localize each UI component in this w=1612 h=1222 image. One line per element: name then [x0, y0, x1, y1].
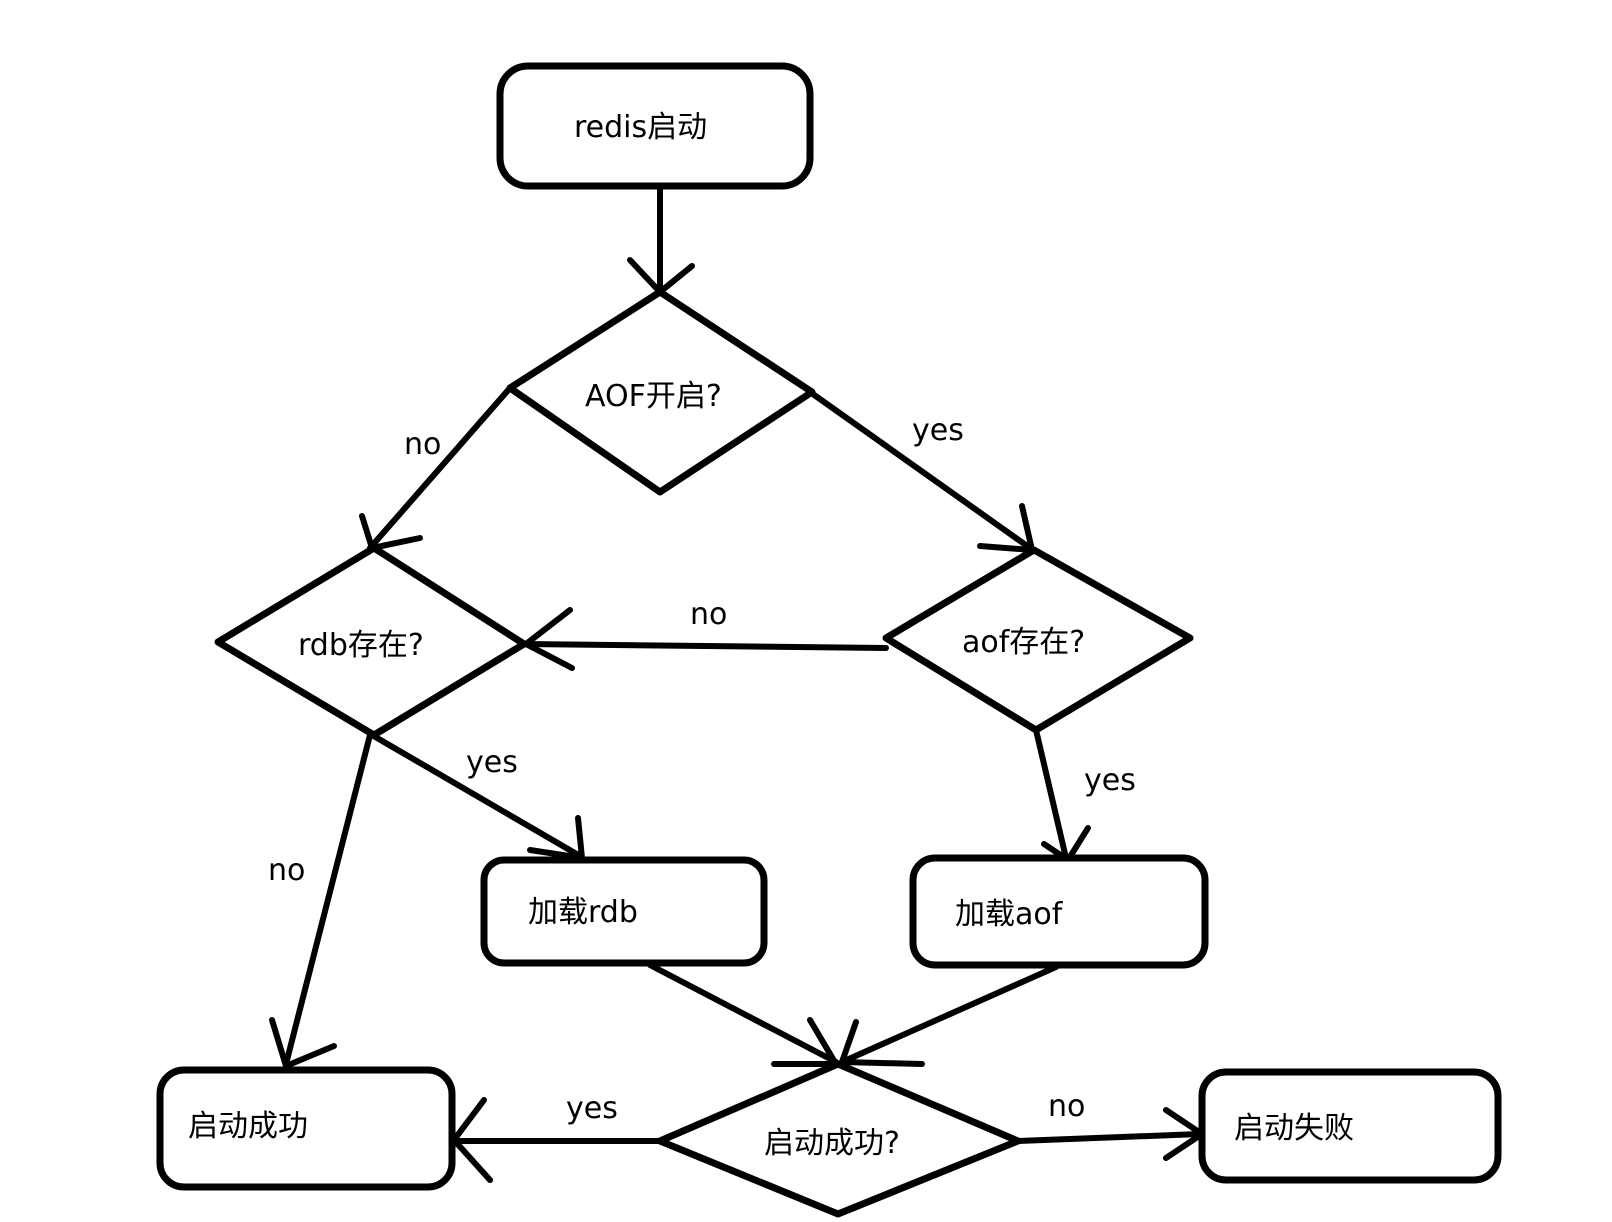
- start-success-node: [156, 1066, 456, 1191]
- arrowhead-to-rdb-check-from-aofexists: [520, 607, 575, 671]
- load-rdb-label: 加载rdb: [528, 895, 638, 930]
- start-success-decision: [656, 1060, 1022, 1218]
- start-success-check-label: 启动成功?: [764, 1126, 900, 1161]
- edge-label-aof-yes: yes: [912, 413, 964, 448]
- edge-load-aof-to-check: [839, 964, 1059, 1065]
- edge-load-rdb-to-check: [647, 962, 839, 1065]
- edge-aof-no-to-rdb-check: [367, 385, 513, 551]
- edge-check-no-to-fail: [1015, 1131, 1203, 1144]
- edge-label-check-no: no: [1048, 1089, 1085, 1124]
- load-aof-label: 加载aof: [955, 897, 1064, 932]
- start-fail-node: [1198, 1068, 1502, 1184]
- edge-rdbexists-no-to-success: [283, 732, 373, 1067]
- start-node-label: redis启动: [574, 110, 707, 145]
- arrowhead-to-success-from-rdb: [269, 1017, 337, 1071]
- edge-label-aofexists-yes: yes: [1084, 763, 1136, 798]
- load-rdb-node: [480, 856, 768, 967]
- start-success-label: 启动成功: [188, 1109, 308, 1144]
- load-aof-node: [909, 854, 1209, 969]
- edge-label-rdb-no: no: [268, 853, 305, 888]
- rdb-exists-label: rdb存在?: [298, 628, 424, 663]
- aof-enabled-label: AOF开启?: [585, 379, 722, 414]
- edge-aofexists-no-to-rdb-check: [521, 641, 889, 651]
- edge-label-aof-no: no: [404, 427, 441, 462]
- edge-rdbexists-yes-to-load-rdb: [369, 732, 583, 859]
- edge-label-check-yes: yes: [566, 1091, 618, 1126]
- aof-enabled-decision: [506, 288, 816, 496]
- edge-label-aofexists-no: no: [690, 597, 727, 632]
- start-fail-label: 启动失败: [1234, 1111, 1354, 1146]
- aof-exists-label: aof存在?: [962, 625, 1085, 660]
- start-node: [496, 62, 814, 190]
- edge-label-rdb-yes: yes: [466, 745, 518, 780]
- rdb-exists-decision: [214, 544, 528, 739]
- edge-aofexists-yes-to-load-aof: [1033, 727, 1069, 861]
- aof-exists-decision: [882, 546, 1194, 734]
- edge-aof-yes-to-aof-check: [807, 389, 1033, 551]
